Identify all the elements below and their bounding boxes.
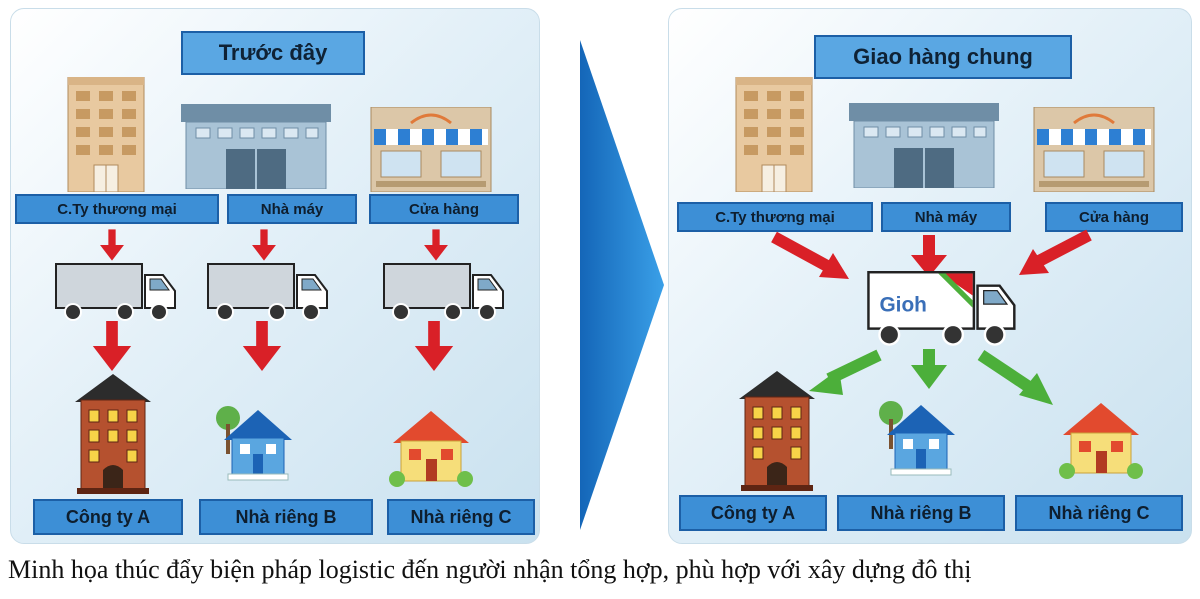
after-title: Giao hàng chung xyxy=(814,35,1072,79)
before-destination-company-a: Công ty A xyxy=(33,499,183,535)
truck-icon xyxy=(383,263,505,321)
truck-logo-text: Gioh xyxy=(879,293,926,316)
diverging-arrows xyxy=(809,349,1053,405)
red-arrow-icon xyxy=(423,227,449,263)
office-building-icon xyxy=(66,77,146,192)
factory-icon xyxy=(181,104,331,189)
big-transition-arrow xyxy=(580,40,664,530)
red-arrow-icon xyxy=(413,321,455,371)
yellow-house-icon xyxy=(1059,401,1143,479)
before-destination-home-c: Nhà riêng C xyxy=(387,499,535,535)
apartment-building-icon xyxy=(73,374,153,494)
after-destination-company-a: Công ty A xyxy=(679,495,827,531)
after-source-factory: Nhà máy xyxy=(881,202,1011,232)
truck-icon xyxy=(55,263,177,321)
after-source-shop: Cửa hàng xyxy=(1045,202,1183,232)
before-panel: Trước đây C.Ty thương mại Nhà máy Cửa hà… xyxy=(10,8,540,544)
before-destination-home-b: Nhà riêng B xyxy=(199,499,373,535)
red-arrow-icon xyxy=(241,321,283,371)
red-arrow-icon xyxy=(251,227,277,263)
shared-delivery-truck-icon: Gioh xyxy=(867,271,1016,346)
before-source-shop: Cửa hàng xyxy=(369,194,519,224)
after-source-trading-company: C.Ty thương mại xyxy=(677,202,873,232)
after-destination-home-b: Nhà riêng B xyxy=(837,495,1005,531)
truck-icon xyxy=(207,263,329,321)
converging-arrows xyxy=(771,229,1092,279)
before-source-factory: Nhà máy xyxy=(227,194,357,224)
apartment-building-icon xyxy=(737,371,817,491)
shop-icon xyxy=(366,107,496,192)
blue-house-icon xyxy=(879,399,959,479)
before-source-trading-company: C.Ty thương mại xyxy=(15,194,219,224)
before-title: Trước đây xyxy=(181,31,365,75)
after-panel: Giao hàng chung C.Ty thương mại Nhà máy … xyxy=(668,8,1192,544)
figure-caption: Minh họa thúc đẩy biện pháp logistic đến… xyxy=(8,555,972,584)
after-destination-home-c: Nhà riêng C xyxy=(1015,495,1183,531)
blue-house-icon xyxy=(216,404,296,484)
red-arrow-icon xyxy=(91,321,133,371)
yellow-house-icon xyxy=(389,409,473,487)
red-arrow-icon xyxy=(99,227,125,263)
